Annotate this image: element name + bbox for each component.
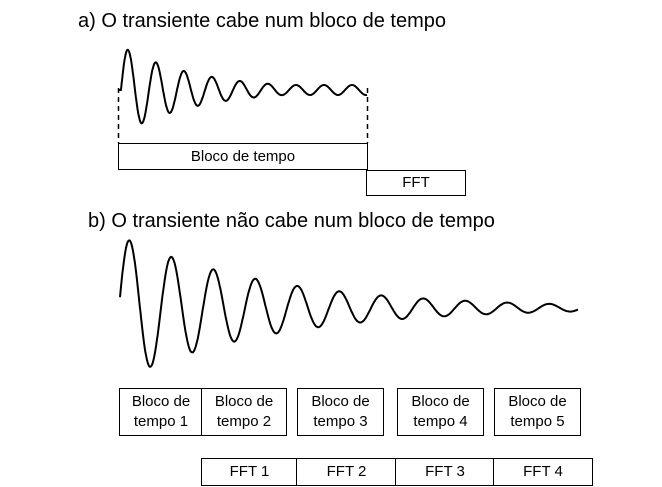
fft-block-a-label: FFT (402, 174, 430, 191)
fft-block-2: FFT 2 (296, 458, 397, 486)
time-block-1: Bloco de tempo 1 (119, 388, 203, 436)
time-block-3-line1: Bloco de (311, 393, 370, 410)
time-block-5-line2: tempo 5 (510, 413, 565, 430)
time-block-2-line2: tempo 2 (216, 413, 272, 430)
fft-block-4-label: FFT 4 (523, 463, 563, 480)
fft-block-3: FFT 3 (395, 458, 495, 486)
transient-waveform-b (119, 239, 579, 368)
time-block-a: Bloco de tempo (118, 143, 368, 170)
time-block-3-line2: tempo 3 (313, 413, 368, 430)
time-block-4-line1: Bloco de (411, 393, 470, 410)
time-block-1-line2: tempo 1 (133, 413, 189, 430)
time-block-5-line1: Bloco de (508, 393, 567, 410)
time-block-2: Bloco de tempo 2 (201, 388, 287, 436)
fft-block-2-label: FFT 2 (326, 463, 367, 480)
time-block-5: Bloco de tempo 5 (494, 388, 581, 436)
fft-block-1: FFT 1 (201, 458, 298, 486)
time-block-4-line2: tempo 4 (413, 413, 468, 430)
time-block-a-label: Bloco de tempo (190, 147, 296, 165)
title-part-a: a) O transiente cabe num bloco de tempo (78, 10, 446, 32)
time-block-3: Bloco de tempo 3 (297, 388, 384, 436)
fft-block-a: FFT (366, 170, 466, 196)
time-block-1-line1: Bloco de (131, 393, 191, 410)
time-block-2-line1: Bloco de (214, 393, 274, 410)
time-block-4: Bloco de tempo 4 (397, 388, 484, 436)
fft-block-1-label: FFT 1 (229, 463, 270, 480)
fft-block-4: FFT 4 (493, 458, 593, 486)
transient-waveform-a (118, 48, 368, 125)
fft-block-3-label: FFT 3 (425, 463, 465, 480)
title-part-b: b) O transiente não cabe num bloco de te… (88, 210, 495, 232)
